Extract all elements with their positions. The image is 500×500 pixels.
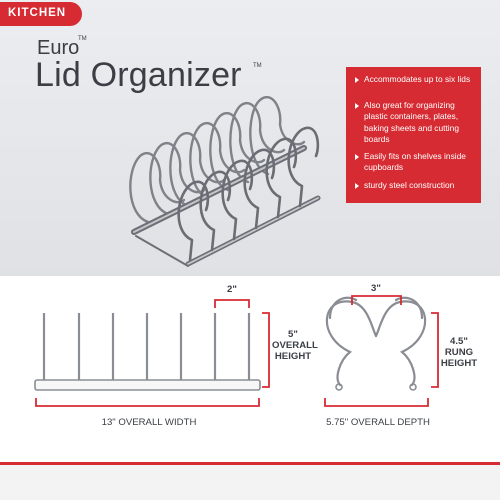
front-view-base — [34, 379, 261, 391]
footer-bar — [0, 462, 500, 500]
bullet-arrow-icon — [355, 154, 359, 160]
bullet-arrow-icon — [355, 103, 359, 109]
rack-base-rails — [131, 145, 321, 267]
rung-height-value: 4.5" — [450, 336, 468, 347]
rung-height-dimension-line — [431, 312, 439, 388]
bullet-arrow-icon — [355, 183, 359, 189]
feature-text: Accommodates up to six lids — [364, 74, 471, 84]
spacing-label: 2" — [227, 284, 237, 295]
bullet-arrow-icon — [355, 77, 359, 83]
gap-label: 3" — [371, 283, 381, 294]
spacing-dimension-line — [214, 299, 250, 308]
footer-accent-stripe — [0, 462, 500, 465]
rung-height-label: HEIGHT — [440, 358, 478, 369]
rack-front-rungs — [177, 126, 320, 262]
front-view-rungs — [42, 313, 251, 380]
rack-back-rungs — [129, 96, 306, 224]
gap-dimension-line — [351, 295, 402, 305]
title-trademark: TM — [253, 63, 262, 69]
width-dimension-line — [35, 398, 260, 407]
feature-text: Also great for organizing plastic contai… — [364, 100, 459, 145]
brand-name: Euro — [37, 37, 80, 59]
product-title: Lid Organizer — [35, 56, 242, 94]
height-dimension-line — [262, 312, 270, 388]
overall-height-value: 5" — [288, 329, 298, 340]
category-badge: KITCHEN — [0, 2, 82, 26]
features-panel: Accommodates up to six lids Also great f… — [346, 67, 481, 203]
overall-depth-label: 5.75" OVERALL DEPTH — [326, 417, 430, 428]
rung-height-label: RUNG — [444, 347, 474, 358]
brand-trademark: TM — [78, 36, 87, 42]
overall-height-label: HEIGHT — [274, 351, 312, 362]
feature-text: Easily fits on shelves inside cupboards — [364, 151, 466, 173]
feature-text: sturdy steel construction — [364, 180, 455, 190]
overall-height-label: OVERALL — [272, 340, 318, 351]
overall-width-label: 13" OVERALL WIDTH — [101, 417, 197, 428]
rack-product-image — [129, 96, 321, 267]
depth-dimension-line — [324, 398, 429, 407]
header-section: KITCHEN Euro TM Lid Organizer TM — [0, 0, 500, 276]
side-view-profile — [325, 296, 427, 391]
category-badge-label: KITCHEN — [8, 7, 67, 19]
